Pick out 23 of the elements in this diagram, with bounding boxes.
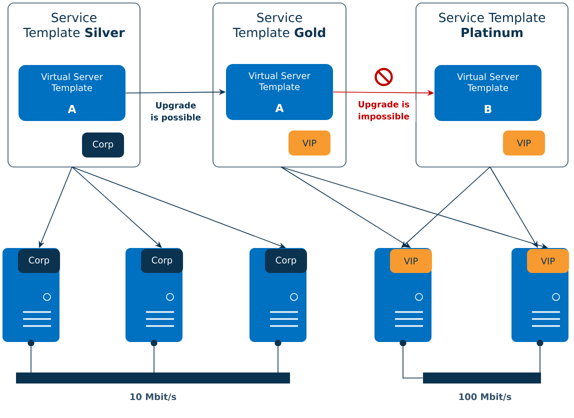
- speed-label: 100 Mbit/s: [459, 393, 512, 401]
- tag-badge: VIP: [390, 249, 432, 273]
- tag-badge: Corp: [18, 249, 60, 273]
- arrow: [72, 166, 162, 248]
- edge-label: Upgrade is possible: [144, 100, 208, 124]
- tag-badge: VIP: [527, 249, 569, 273]
- template-box: Virtual Server Template A: [226, 64, 333, 120]
- template-box: Virtual Server Template A: [18, 65, 126, 121]
- template-box: Virtual Server Template B: [434, 65, 542, 121]
- tag-badge: Corp: [82, 132, 124, 158]
- tag-badge: Corp: [265, 249, 307, 273]
- connector-line: [30, 346, 32, 373]
- arrow: [280, 166, 411, 248]
- arrow: [401, 166, 490, 248]
- speed-label: 10 Mbit/s: [130, 393, 176, 401]
- network-bus: [16, 372, 290, 384]
- arrow: [490, 166, 538, 248]
- connector-line: [402, 346, 424, 378]
- tag-badge: Corp: [141, 249, 183, 273]
- tag-badge: VIP: [288, 130, 330, 156]
- edge-label: Upgrade is impossible: [352, 100, 416, 122]
- network-bus: [423, 372, 541, 384]
- tag-badge: VIP: [503, 130, 545, 156]
